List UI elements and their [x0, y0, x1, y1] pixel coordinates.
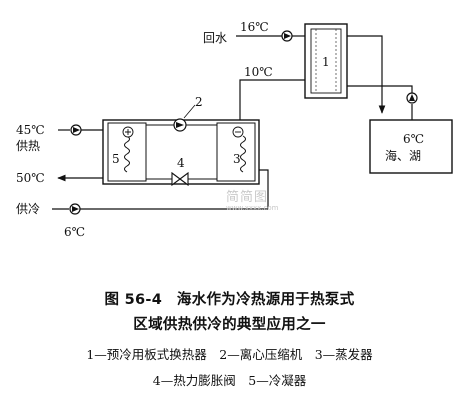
hx1-to-sea-line: [347, 35, 386, 114]
sea-lake-label: 海、湖: [385, 148, 421, 163]
label-num-4: 4: [177, 156, 185, 170]
hx1-to-evaporator-line: 10℃: [239, 65, 305, 120]
centrifugal-compressor-2: 2: [173, 95, 203, 132]
caption-legend-line1: 1—预冷用板式换热器 2—离心压缩机 3—蒸发器: [86, 347, 373, 362]
return-water-label: 回水: [203, 31, 227, 45]
caption-legend-line2: 4—热力膨胀阀 5—冷凝器: [152, 373, 307, 388]
label-num-1: 1: [322, 55, 330, 69]
heating-supply-label: 供热: [16, 139, 40, 153]
label-num-2: 2: [195, 95, 203, 109]
temp-45-label: 45℃: [16, 123, 45, 137]
evaporator-3: 3: [216, 122, 256, 182]
pump-direction-icon: [409, 94, 415, 101]
pump-direction-icon: [72, 206, 79, 212]
temp-10-label: 10℃: [244, 65, 273, 79]
pump-direction-icon: [284, 33, 291, 39]
label-num-5: 5: [112, 152, 120, 166]
temp-6-bottom-label: 6℃: [64, 225, 85, 239]
sea-lake-box: 6℃ 海、湖: [369, 119, 453, 174]
pump-direction-icon: [73, 127, 80, 133]
heat-pump-seawater-diagram: 1 回水 16℃ 6℃ 海、湖 10℃ 5: [16, 20, 453, 239]
temp-6-sea-label: 6℃: [403, 132, 424, 146]
watermark: 简简图 www.xxxx.com: [226, 186, 279, 212]
caption-title-line2: 区域供热供冷的典型应用之一: [133, 317, 326, 333]
heating-supply-line: 50℃: [16, 171, 103, 185]
condenser-5: 5: [107, 122, 147, 182]
caption-title-line1: 图 56-4 海水作为冷热源用于热泵式: [104, 292, 355, 308]
heat-pump-unit: 5 3 2 4: [102, 95, 260, 187]
sea-to-hx1-line: [347, 85, 418, 120]
watermark-sub: www.xxxx.com: [226, 204, 279, 212]
evaporator-return-line: [259, 169, 269, 205]
cooling-supply-line: 供冷 6℃: [16, 202, 269, 239]
plate-heat-exchanger-1: 1: [304, 23, 348, 99]
cooling-supply-label: 供冷: [16, 202, 40, 216]
temp-16-label: 16℃: [240, 20, 269, 34]
expansion-valve-4: 4: [171, 156, 189, 187]
heating-return-line: 45℃ 供热: [16, 123, 103, 153]
label-num-3: 3: [233, 152, 241, 166]
temp-50-label: 50℃: [16, 171, 45, 185]
watermark-main: 简简图: [226, 190, 269, 205]
return-water-line: 回水 16℃: [203, 20, 305, 45]
